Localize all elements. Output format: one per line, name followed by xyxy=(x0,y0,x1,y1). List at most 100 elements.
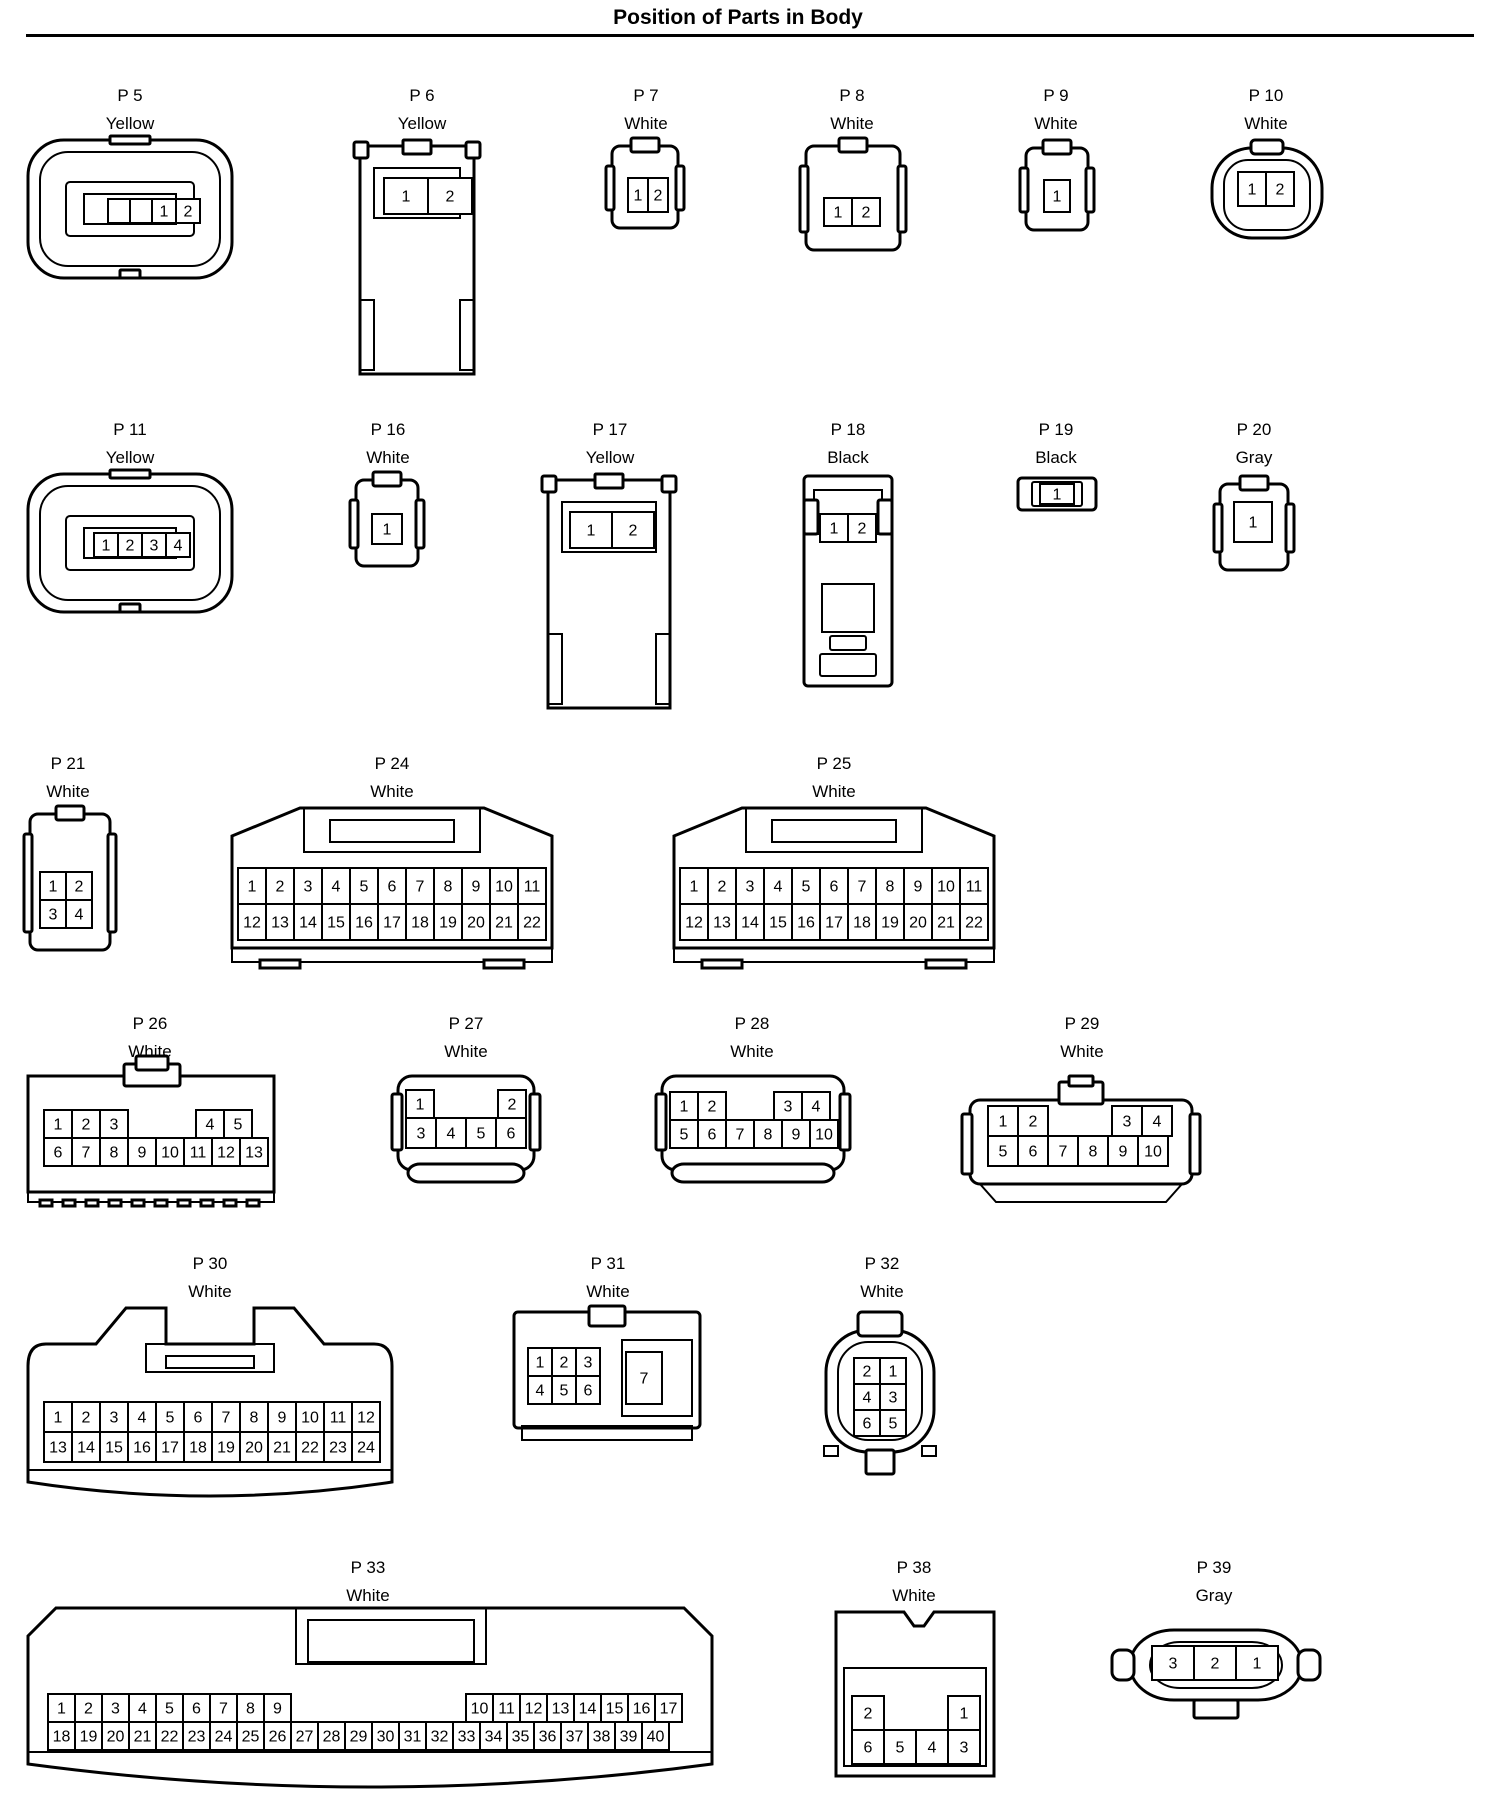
pin-cell: 6 xyxy=(854,1410,880,1436)
pin-cell: 1 xyxy=(1238,172,1266,206)
connector-id-label: P 10 xyxy=(1248,86,1284,105)
pin-cell: 1 xyxy=(948,1696,980,1730)
pin-cell: 5 xyxy=(224,1110,252,1138)
pin-number: 2 xyxy=(1211,1656,1220,1673)
pin-cell: 22 xyxy=(296,1432,324,1462)
connector-id-label: P 20 xyxy=(1236,420,1272,439)
pin-number: 37 xyxy=(566,1729,584,1746)
pin-cell: 5 xyxy=(792,868,820,904)
pin-cell: 16 xyxy=(350,904,378,940)
connector-outline: 1 xyxy=(1216,476,1292,574)
pin-number: 5 xyxy=(999,1144,1008,1161)
pin-number: 8 xyxy=(110,1145,119,1162)
connector-id-label: P 19 xyxy=(1038,420,1074,439)
pin-cell: 38 xyxy=(588,1722,615,1750)
pin-number: 10 xyxy=(161,1145,179,1162)
pin-cell: 3 xyxy=(406,1118,436,1148)
pin-number: 2 xyxy=(75,879,84,896)
pin-number: 39 xyxy=(620,1729,638,1746)
pin-number: 19 xyxy=(80,1729,98,1746)
pin-cell: 8 xyxy=(876,868,904,904)
pin-number: 9 xyxy=(273,1701,282,1718)
pin-number: 29 xyxy=(350,1729,368,1746)
pin-cell: 2 xyxy=(852,198,880,226)
pin-number: 3 xyxy=(110,1117,119,1134)
pin-number: 5 xyxy=(889,1416,898,1433)
connector-id-label: P 5 xyxy=(117,86,143,105)
pin-number: 6 xyxy=(584,1383,593,1400)
pin-number: 21 xyxy=(937,915,955,932)
connector-color-label: Black xyxy=(827,448,869,467)
pin-number: 35 xyxy=(512,1729,530,1746)
blank-cavity xyxy=(130,199,152,223)
pin-cell: 23 xyxy=(324,1432,352,1462)
pin-cell: 16 xyxy=(128,1432,156,1462)
pin-cell: 8 xyxy=(237,1694,264,1722)
pin-cell: 3 xyxy=(100,1402,128,1432)
pin-cell: 1 xyxy=(40,872,66,900)
pin-cell: 5 xyxy=(156,1402,184,1432)
pin-number: 8 xyxy=(444,879,453,896)
pin-number: 2 xyxy=(629,523,638,540)
connector-id-label: P 18 xyxy=(830,420,866,439)
pin-number: 6 xyxy=(708,1127,717,1144)
pin-cell: 22 xyxy=(518,904,546,940)
pin-number: 5 xyxy=(680,1127,689,1144)
pin-cell: 17 xyxy=(655,1694,682,1722)
pin-number: 4 xyxy=(75,907,84,924)
pin-number: 3 xyxy=(417,1126,426,1143)
pin-number: 5 xyxy=(234,1117,243,1134)
pin-number: 4 xyxy=(138,1701,147,1718)
pin-cell: 19 xyxy=(212,1432,240,1462)
pin-cell: 1 xyxy=(1040,484,1074,504)
pin-cell: 3 xyxy=(880,1384,906,1410)
pin-number: 12 xyxy=(525,1701,543,1718)
pin-cell: 10 xyxy=(296,1402,324,1432)
pin-number: 38 xyxy=(593,1729,611,1746)
pin-cell: 1 xyxy=(44,1110,72,1138)
pin-cell: 6 xyxy=(1018,1136,1048,1166)
connector-color-label: Yellow xyxy=(105,114,155,133)
pin-cell: 3 xyxy=(1152,1646,1194,1680)
connector-color-label: White xyxy=(370,782,414,801)
pin-cell: 7 xyxy=(406,868,434,904)
pin-number: 1 xyxy=(54,1410,63,1427)
pin-number: 2 xyxy=(1029,1114,1038,1131)
pin-number: 4 xyxy=(174,538,183,555)
connector-color-label: White xyxy=(624,114,668,133)
pin-cell: 1 xyxy=(384,178,428,214)
pin-number: 11 xyxy=(524,879,541,896)
pin-number: 18 xyxy=(853,915,871,932)
pin-cell: 15 xyxy=(100,1432,128,1462)
pin-cell: 3 xyxy=(40,900,66,928)
pin-cell: 17 xyxy=(820,904,848,940)
pin-number: 2 xyxy=(82,1117,91,1134)
pin-cell: 24 xyxy=(352,1432,380,1462)
connector-color-label: Yellow xyxy=(105,448,155,467)
pin-number: 4 xyxy=(138,1410,147,1427)
pin-cell: 5 xyxy=(670,1120,698,1148)
connector-id-label: P 32 xyxy=(864,1254,900,1273)
pin-number: 7 xyxy=(736,1127,745,1144)
connector-id-label: P 31 xyxy=(590,1254,626,1273)
pin-cell: 1 xyxy=(670,1092,698,1120)
pin-number: 5 xyxy=(165,1701,174,1718)
pin-cell: 4 xyxy=(1142,1106,1172,1136)
pin-number: 3 xyxy=(889,1390,898,1407)
pin-number: 3 xyxy=(304,879,313,896)
pin-cell: 2 xyxy=(72,1110,100,1138)
pin-cell: 3 xyxy=(100,1110,128,1138)
pin-cell: 1 xyxy=(988,1106,1018,1136)
pin-number: 1 xyxy=(690,879,699,896)
pin-cell: 10 xyxy=(156,1138,184,1166)
pin-cell: 3 xyxy=(576,1348,600,1376)
pin-cell: 4 xyxy=(129,1694,156,1722)
pin-number: 28 xyxy=(323,1729,341,1746)
pin-number: 7 xyxy=(219,1701,228,1718)
pin-cell: 7 xyxy=(210,1694,237,1722)
pin-cell: 3 xyxy=(948,1730,980,1764)
connector-id-label: P 33 xyxy=(350,1558,386,1577)
pin-number: 11 xyxy=(190,1145,207,1162)
pin-cell: 1 xyxy=(880,1358,906,1384)
pin-number: 7 xyxy=(858,879,867,896)
